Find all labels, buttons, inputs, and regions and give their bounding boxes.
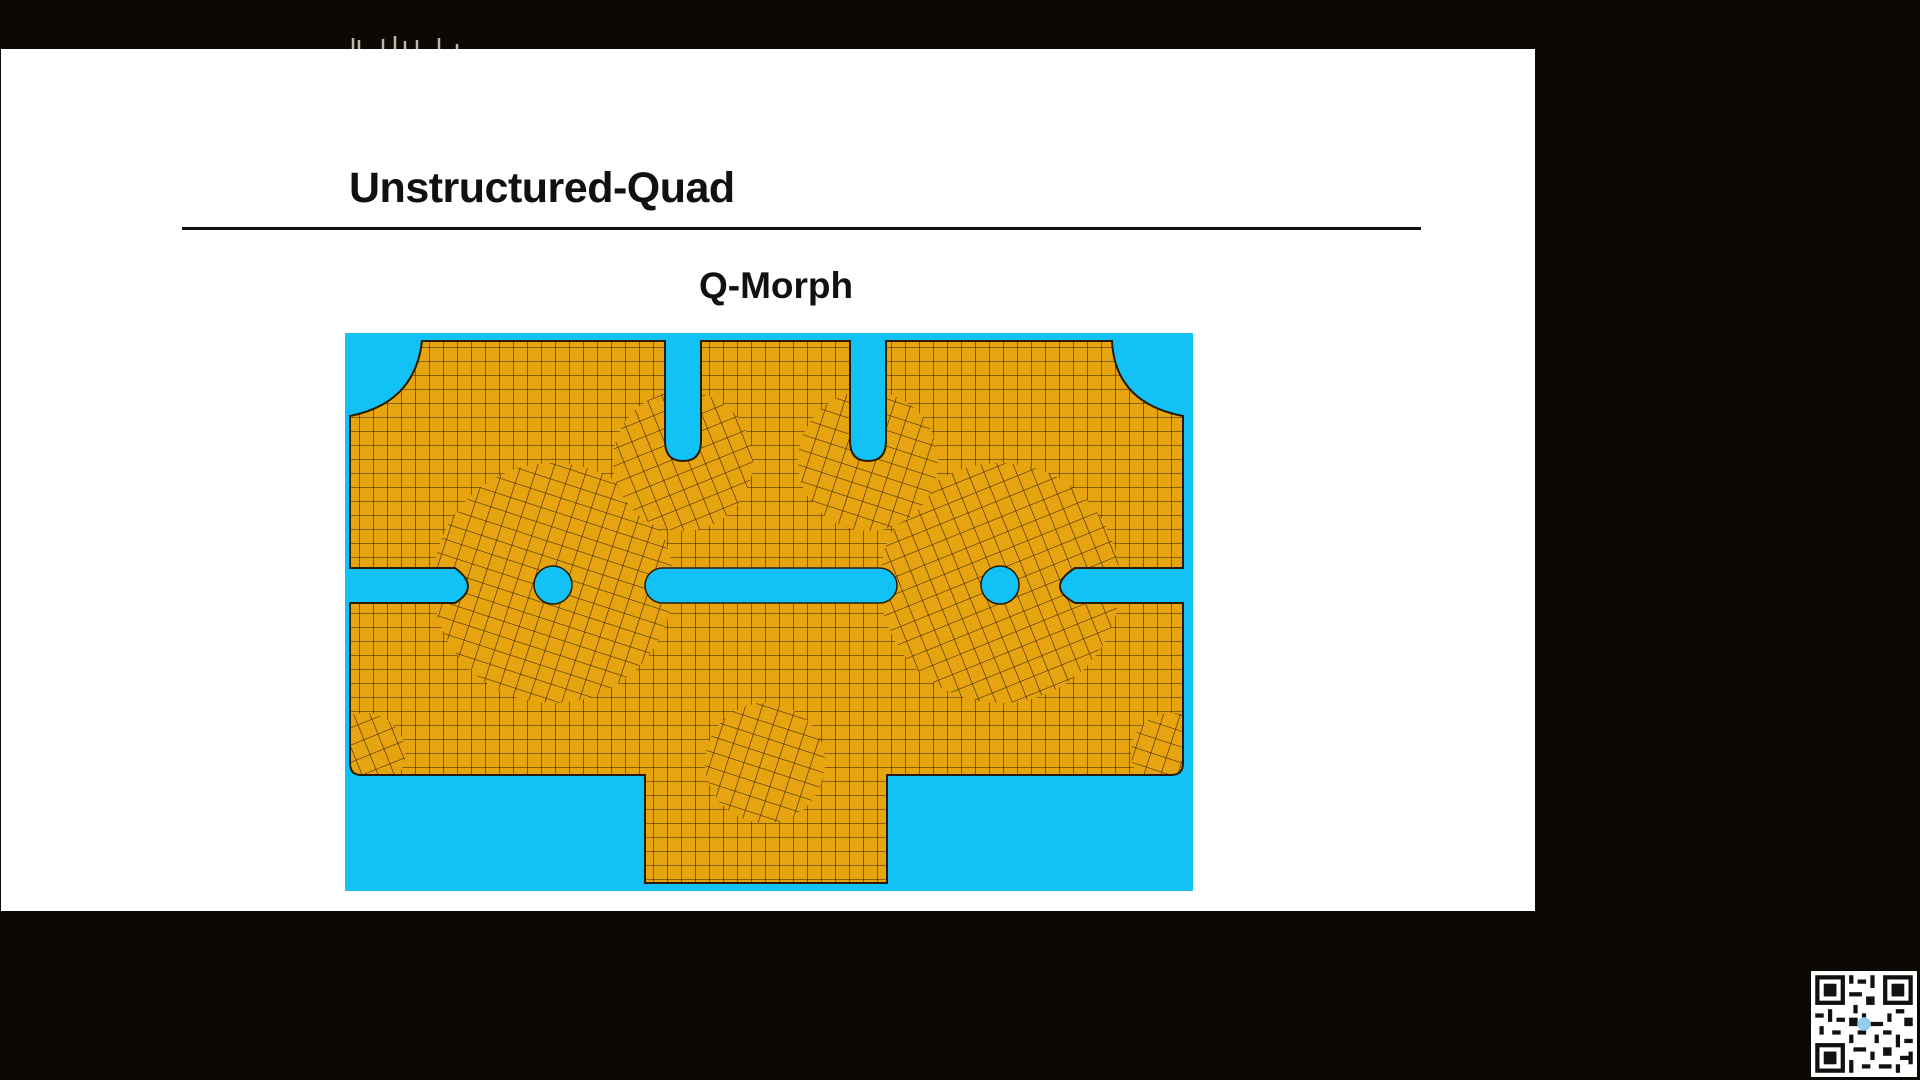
slide: Unstructured-Quad Q-Morph (1, 49, 1535, 911)
partial-logo (351, 36, 459, 50)
slide-title: Unstructured-Quad (349, 164, 735, 212)
q-morph-mesh-figure (345, 333, 1193, 891)
right-hole (980, 565, 1020, 605)
title-divider (182, 227, 1421, 230)
left-hole (533, 565, 573, 605)
mesh-outline (349, 340, 1184, 884)
qr-code-icon (1811, 971, 1917, 1077)
center-slot (644, 567, 898, 604)
figure-caption: Q-Morph (699, 265, 854, 306)
